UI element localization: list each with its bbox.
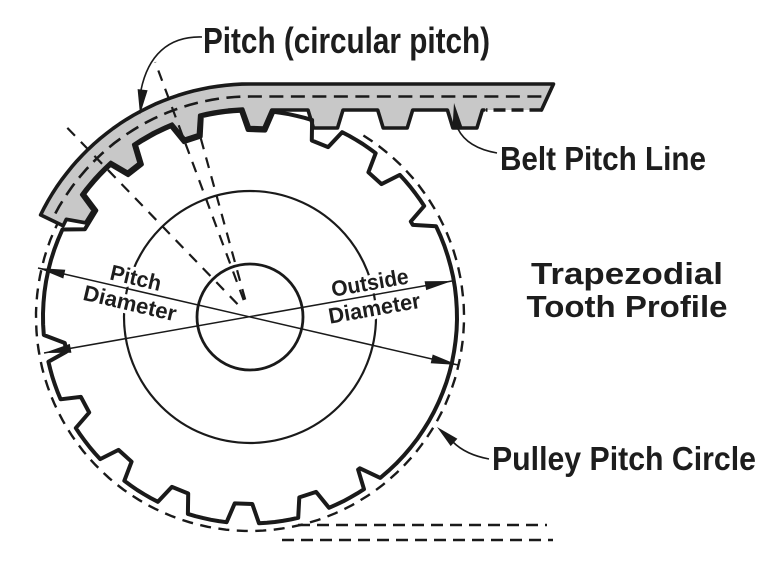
labels: Pitch (circular pitch) Belt Pitch Line T… xyxy=(77,20,756,477)
construction-dashed-lines xyxy=(34,61,553,542)
tooth-profile-label-line2: Tooth Profile xyxy=(527,289,728,324)
belt-outline xyxy=(38,82,556,228)
callout-leader-arrows xyxy=(137,36,498,460)
pulley-inner-circles xyxy=(122,189,378,445)
pitch-diameter-label: Pitch Diameter xyxy=(77,256,183,330)
belt-body xyxy=(40,84,554,226)
pitch-callout-label: Pitch (circular pitch) xyxy=(203,20,490,61)
diameter-dimension-arrows xyxy=(37,267,459,366)
tooth-profile-label-line1: Trapezodial xyxy=(531,256,723,291)
belt-pitch-line-label: Belt Pitch Line xyxy=(500,140,706,177)
pulley-pitch-circle-label: Pulley Pitch Circle xyxy=(492,440,756,477)
